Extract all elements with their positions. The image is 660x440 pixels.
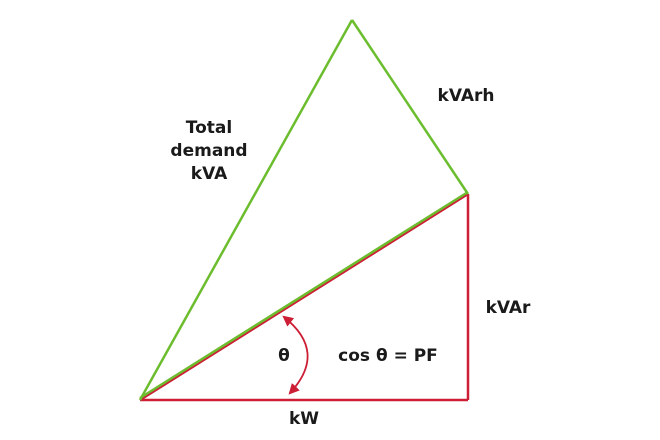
total-demand-label-line1: Total (186, 118, 232, 138)
kvarh-side (350, 19, 470, 195)
kva-hypotenuse-green (139, 190, 469, 400)
kvar-label: kVAr (486, 298, 531, 318)
kvarh-label: kVArh (438, 86, 495, 106)
total-demand-label-line3: kVA (191, 164, 228, 184)
kva-hypotenuse-red (139, 192, 469, 402)
total-demand-kva-side (138, 19, 354, 401)
kw-label: kW (289, 409, 319, 429)
theta-arc (282, 315, 309, 395)
theta-label: θ (278, 346, 290, 366)
total-demand-label-line2: demand (170, 141, 247, 161)
power-factor-equation: cos θ = PF (338, 346, 438, 366)
